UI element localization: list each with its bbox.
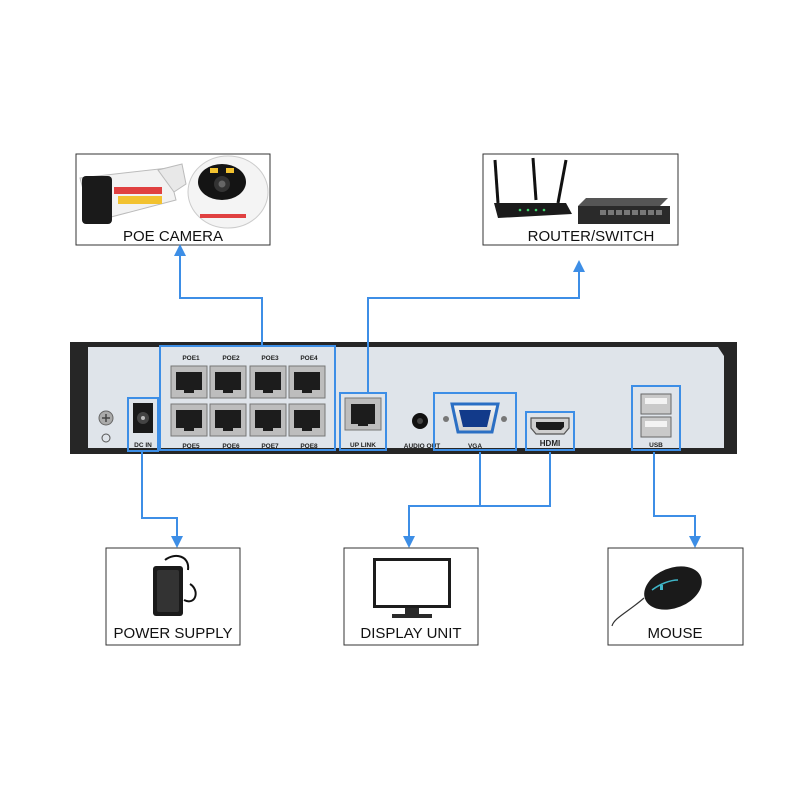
rj45-jack — [209, 365, 247, 399]
rj45-jack — [170, 365, 208, 399]
display-unit-box: DISPLAY UNIT — [343, 547, 479, 646]
poe-label: POE3 — [261, 355, 279, 362]
mouse-label: MOUSE — [647, 625, 702, 642]
power-adapter-icon — [153, 554, 197, 616]
nvr-device: DC IN POE1 POE2 POE3 POE4 POE5 POE6 POE7… — [70, 342, 737, 454]
router-switch-label: ROUTER/SWITCH — [528, 228, 655, 245]
rj45-jack — [249, 365, 287, 399]
hdmi-connector — [480, 452, 551, 507]
usb-port: USB — [631, 385, 681, 451]
vga-label: VGA — [468, 443, 482, 450]
dc-in-label: DC IN — [134, 442, 152, 449]
uplink-label: UP LINK — [350, 442, 376, 449]
camera-icon — [79, 155, 269, 229]
poe-label: POE2 — [222, 355, 240, 362]
camera-connector — [174, 244, 263, 346]
rj45-jack — [288, 403, 326, 437]
mouse-icon — [611, 566, 702, 627]
power-connector — [141, 452, 183, 548]
rj45-jack — [288, 365, 326, 399]
poe-label: POE4 — [300, 355, 318, 362]
poe-label: POE7 — [261, 443, 279, 450]
audio-out-label: AUDIO OUT — [404, 443, 441, 450]
vga-connector — [403, 452, 481, 548]
ground-screw-icon — [98, 410, 114, 443]
router-switch-box: ROUTER/SWITCH — [482, 153, 679, 246]
router-connector — [367, 260, 585, 393]
rj45-jack — [249, 403, 287, 437]
poe-camera-box: POE CAMERA — [75, 153, 271, 246]
vga-port: VGA — [433, 392, 517, 451]
dc-in-port: DC IN — [127, 397, 159, 452]
display-unit-label: DISPLAY UNIT — [360, 625, 461, 642]
usb-label: USB — [649, 442, 663, 449]
connector-lines — [141, 244, 701, 548]
mouse-box: MOUSE — [607, 547, 744, 646]
poe-camera-label: POE CAMERA — [123, 228, 223, 245]
router-icon — [493, 157, 572, 218]
rj45-jack — [170, 403, 208, 437]
uplink-port: UP LINK — [339, 392, 387, 451]
rj45-jack — [209, 403, 247, 437]
poe-label: POE8 — [300, 443, 318, 450]
audio-out-port: AUDIO OUT — [404, 413, 441, 450]
monitor-icon — [373, 558, 451, 618]
poe-label: POE1 — [182, 355, 200, 362]
hdmi-label: HDMI — [540, 439, 560, 448]
poe-ports: POE1 POE2 POE3 POE4 POE5 POE6 POE7 POE8 — [159, 345, 336, 451]
power-supply-box: POWER SUPPLY — [105, 547, 241, 646]
usb-connector — [653, 452, 701, 548]
hdmi-port: HDMI — [525, 411, 575, 451]
poe-label: POE5 — [182, 443, 200, 450]
poe-label: POE6 — [222, 443, 240, 450]
switch-icon — [578, 198, 670, 224]
power-supply-label: POWER SUPPLY — [114, 625, 233, 642]
